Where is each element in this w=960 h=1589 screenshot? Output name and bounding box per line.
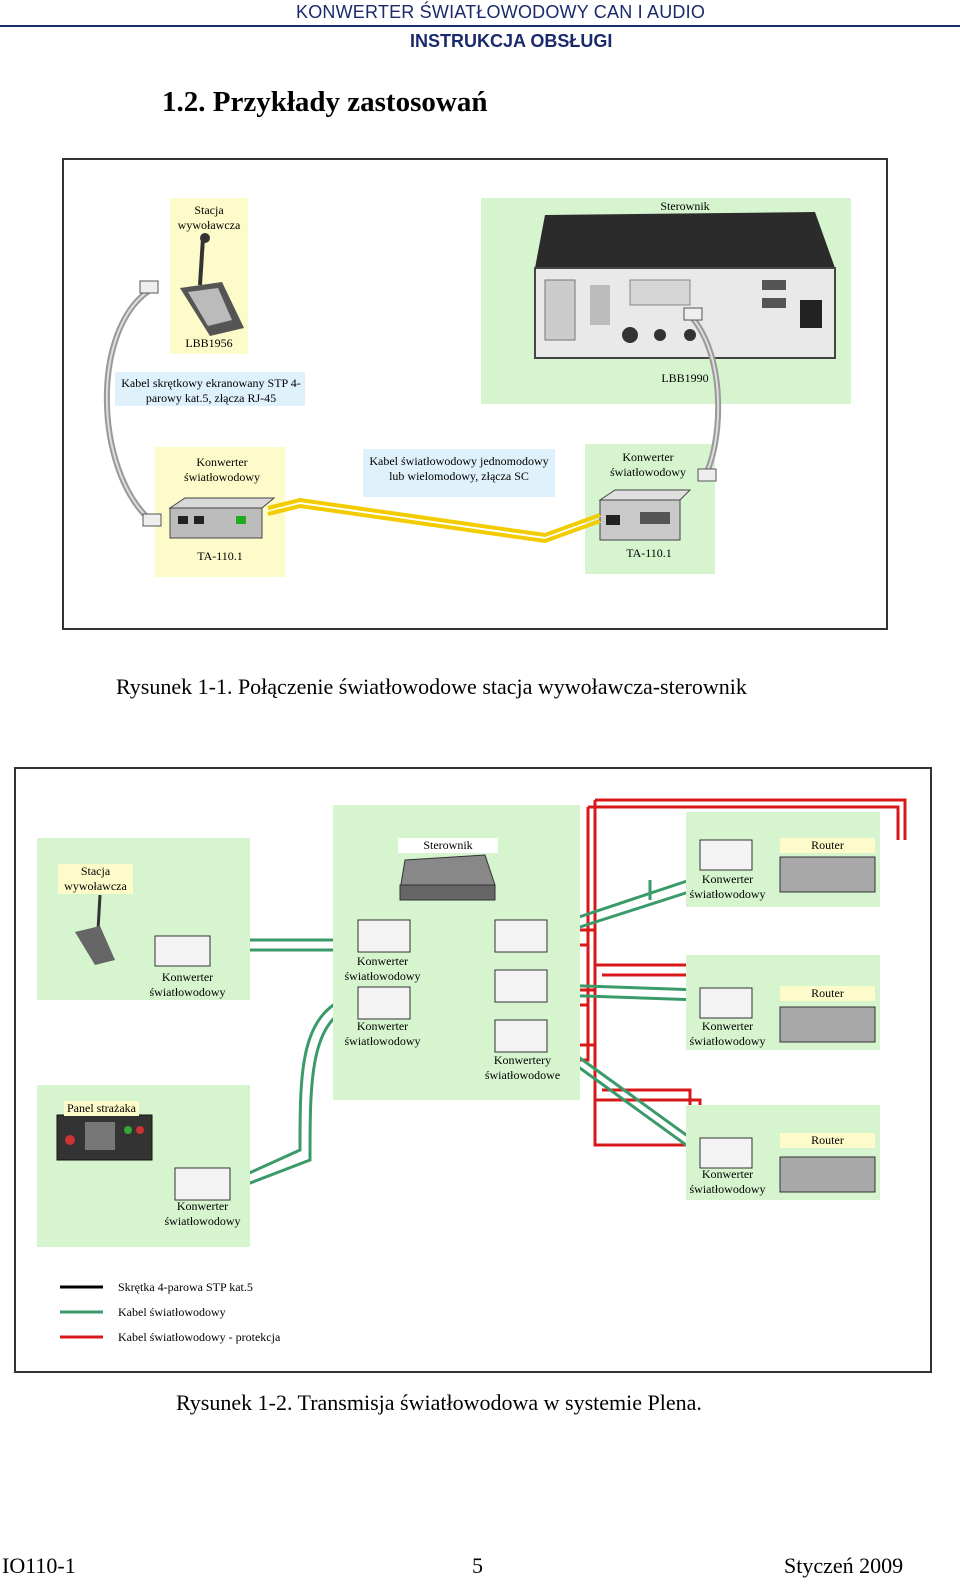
section-title: 1.2. Przykłady zastosowań	[162, 86, 488, 118]
footer-page-number: 5	[472, 1553, 483, 1578]
fig2-label-converter-ctrl-top: Konwerter światłowodowy	[344, 954, 421, 983]
fig2-label-sterownik: Sterownik	[398, 838, 498, 853]
fig1-label-lbb1990: LBB1990	[661, 371, 709, 385]
header-subtitle: INSTRUKCJA OBSŁUGI	[410, 31, 613, 51]
fig2-label-router1: Router	[780, 838, 875, 853]
fig2-label-converter-router3: Konwerter światłowodowy	[689, 1167, 766, 1196]
fig1-stp-cable-box	[115, 372, 305, 406]
footer-doc-id: IO110-1	[2, 1553, 76, 1578]
header-title: KONWERTER ŚWIATŁOWODOWY CAN I AUDIO	[296, 2, 706, 22]
fig1-label-stp-cable: Kabel skrętkowy ekranowany STP 4-parowy …	[121, 376, 301, 405]
fig2-label-router3: Router	[780, 1133, 875, 1148]
red-protection-cables	[560, 798, 907, 1152]
fiber-cable-yellow	[267, 497, 601, 538]
fig1-label-ta-left: TA-110.1	[197, 549, 243, 563]
ta-110-left-image	[168, 497, 276, 539]
header-rule	[0, 25, 960, 27]
fig2-label-stacja: Stacja wywoławcza	[58, 864, 133, 894]
fig2-label-converter-router1: Konwerter światłowodowy	[689, 872, 766, 901]
legend-item-protection: Kabel światłowodowy - protekcja	[118, 1330, 281, 1344]
fig1-label-converter-right: Konwerter światłowodowy	[610, 450, 686, 479]
fig1-label-stacja: Stacja wywoławcza	[177, 203, 241, 232]
figure2-frame	[14, 767, 932, 1373]
fig1-label-lbb1956: LBB1956	[185, 336, 233, 350]
figure2-caption: Rysunek 1-2. Transmisja światłowodowa w …	[176, 1390, 702, 1415]
fig2-label-konwertery: Konwertery światłowodowe	[484, 1053, 561, 1082]
footer-date: Styczeń 2009	[784, 1553, 904, 1578]
fig2-label-converter-panel: Konwerter światłowodowy	[164, 1199, 241, 1228]
fig2-label-converter-station: Konwerter światłowodowy	[149, 970, 226, 999]
lbb1990-controller-image	[534, 212, 836, 359]
fig2-label-panel: Panel strażaka	[64, 1101, 139, 1116]
ta-110-right-image	[598, 489, 692, 541]
fig2-label-converter-ctrl-bottom: Konwerter światłowodowy	[344, 1019, 421, 1048]
legend-item-fiber: Kabel światłowodowy	[118, 1305, 226, 1319]
fig2-label-converter-router2: Konwerter światłowodowy	[689, 1019, 766, 1048]
legend-item-stp: Skrętka 4-parowa STP kat.5	[118, 1280, 253, 1294]
fig1-label-fiber-cable: Kabel światłowodowy jednomodowy lub wiel…	[369, 454, 549, 483]
figure1-caption: Rysunek 1-1. Połączenie światłowodowe st…	[116, 674, 747, 699]
lbb1956-call-station-image	[180, 233, 244, 336]
fig1-label-sterownik: Sterownik	[660, 199, 710, 213]
fig2-label-router2: Router	[780, 986, 875, 1001]
fig1-fiber-cable-box	[363, 449, 555, 497]
fig1-label-ta-right: TA-110.1	[626, 546, 672, 560]
fig1-label-converter-left: Konwerter światłowodowy	[184, 455, 260, 484]
